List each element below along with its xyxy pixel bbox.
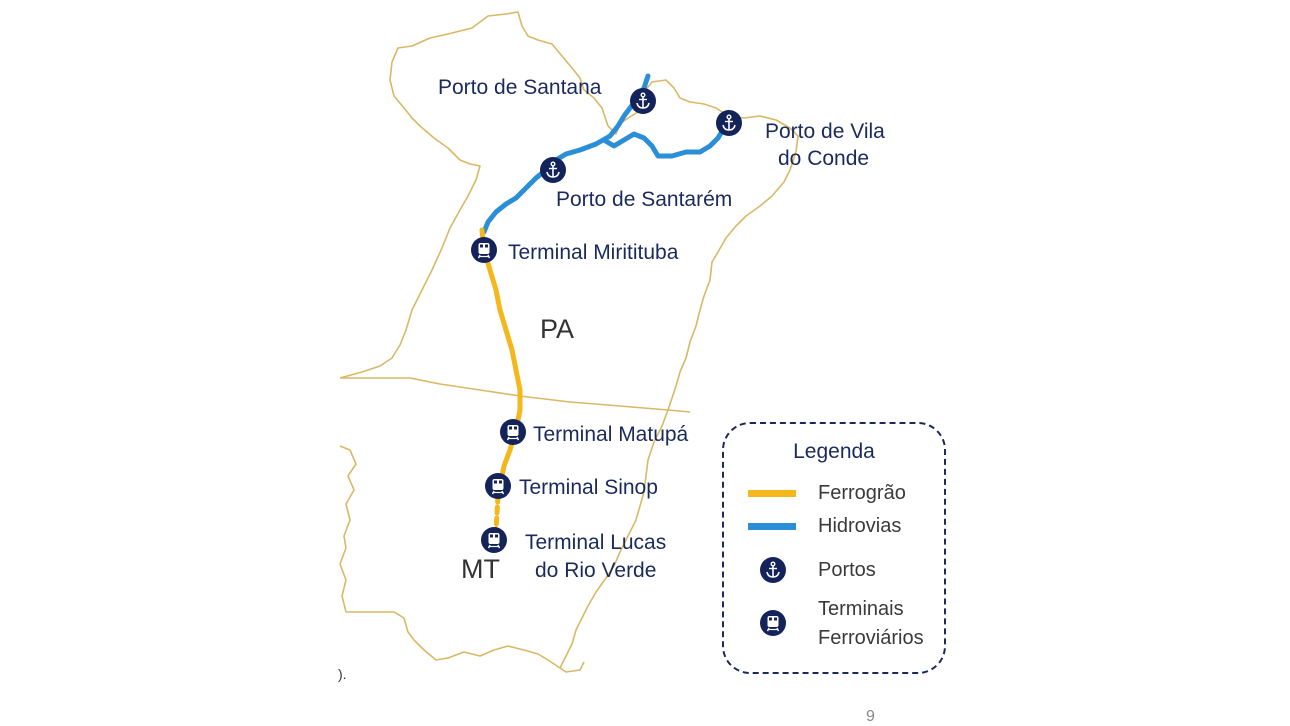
footnote-fragment: ). [338,666,347,682]
ferrograo-swatch [748,490,796,497]
legend-box: Legenda Ferrogrão Hidrovias Portos Termi… [722,422,946,674]
anchor-icon-santarem [539,156,567,184]
train-icon [760,610,786,636]
page-number: 9 [866,708,875,725]
train-icon-sinop [484,472,512,500]
legend-label-terminais-line2: Ferroviários [818,627,924,649]
label-terminal-miritituba: Terminal Miritituba [508,241,679,264]
state-label-mt: MT [461,554,500,584]
train-icon-matupa [499,418,527,446]
state-borders [339,11,799,673]
hidrovias-route [481,73,727,235]
anchor-icon-vila-do-conde [715,109,743,137]
train-icon-lucas-do-rio-verde [480,526,508,554]
legend-label-hidrovias: Hidrovias [818,515,902,537]
label-porto-santana: Porto de Santana [438,76,602,99]
legend-item-ferrograo [748,490,796,497]
legend-label-portos: Portos [818,559,876,581]
label-terminal-matupa: Terminal Matupá [533,423,689,446]
anchor-icon-santana [629,87,657,115]
legend-label-ferrograo: Ferrogrão [818,482,906,504]
legend-label-terminais-line1: Terminais [818,598,904,620]
label-porto-vila-line2: do Conde [778,147,870,170]
train-icon-miritituba [470,236,498,264]
anchor-icon [760,557,786,583]
label-terminal-lucas-line1: Terminal Lucas [525,531,667,554]
label-terminal-sinop: Terminal Sinop [519,476,658,499]
legend-item-hidrovias [748,523,796,530]
state-label-pa: PA [540,314,575,344]
label-porto-santarem: Porto de Santarém [556,188,733,211]
label-terminal-lucas-line2: do Rio Verde [535,559,657,582]
hidrovias-swatch [748,523,796,530]
label-porto-vila-line1: Porto de Vila [765,120,885,143]
legend-title: Legenda [793,440,875,463]
ferrograo-route [479,227,523,533]
